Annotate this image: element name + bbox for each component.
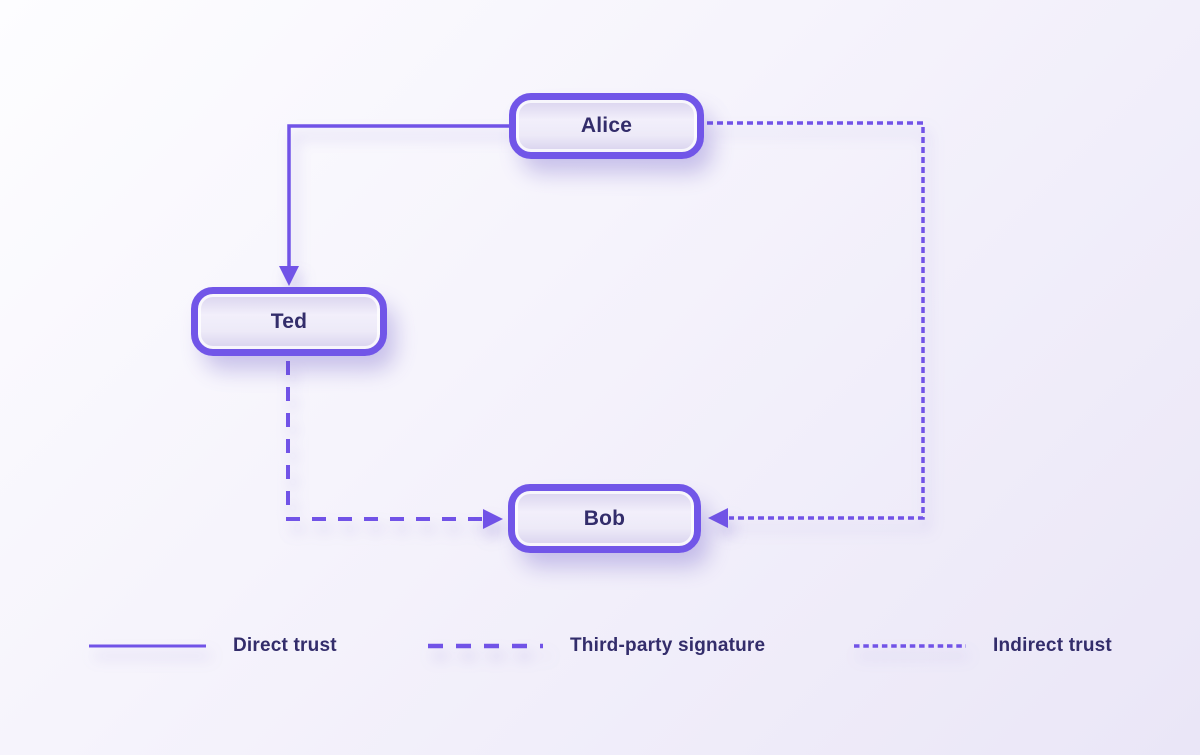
- legend-item-third-party-signature: Third-party signature: [427, 626, 765, 666]
- node-ted: Ted: [191, 287, 387, 356]
- node-bob-label: Bob: [583, 506, 626, 530]
- legend-label-indirect-trust: Indirect trust: [993, 635, 1112, 656]
- legend-item-direct-trust: Direct trust: [88, 626, 337, 666]
- node-ted-label: Ted: [270, 309, 308, 333]
- legend-label-third-party-signature: Third-party signature: [570, 635, 766, 656]
- arrowhead-left-icon: [708, 508, 728, 528]
- edge-indirect-alice-to-bob: [707, 121, 925, 528]
- legend: Direct trust Third-party signature Indir…: [0, 626, 1200, 666]
- arrowhead-right-icon: [483, 509, 503, 529]
- solid-line-icon: [89, 644, 206, 648]
- edge-indirect-path: [707, 121, 925, 520]
- dashed-line-icon: [428, 643, 543, 649]
- edge-thirdparty-path: [286, 361, 482, 521]
- dotted-line-icon: [854, 644, 966, 648]
- node-alice-label: Alice: [580, 114, 633, 137]
- arrowhead-down-icon: [279, 266, 299, 286]
- node-bob: Bob: [508, 484, 701, 553]
- legend-item-indirect-trust: Indirect trust: [853, 626, 1112, 666]
- edge-direct-alice-to-ted: [279, 124, 510, 286]
- legend-label-direct-trust: Direct trust: [233, 635, 337, 656]
- node-alice: Alice: [509, 93, 704, 159]
- edge-thirdparty-ted-to-bob: [286, 361, 503, 529]
- edge-direct-path: [287, 124, 510, 267]
